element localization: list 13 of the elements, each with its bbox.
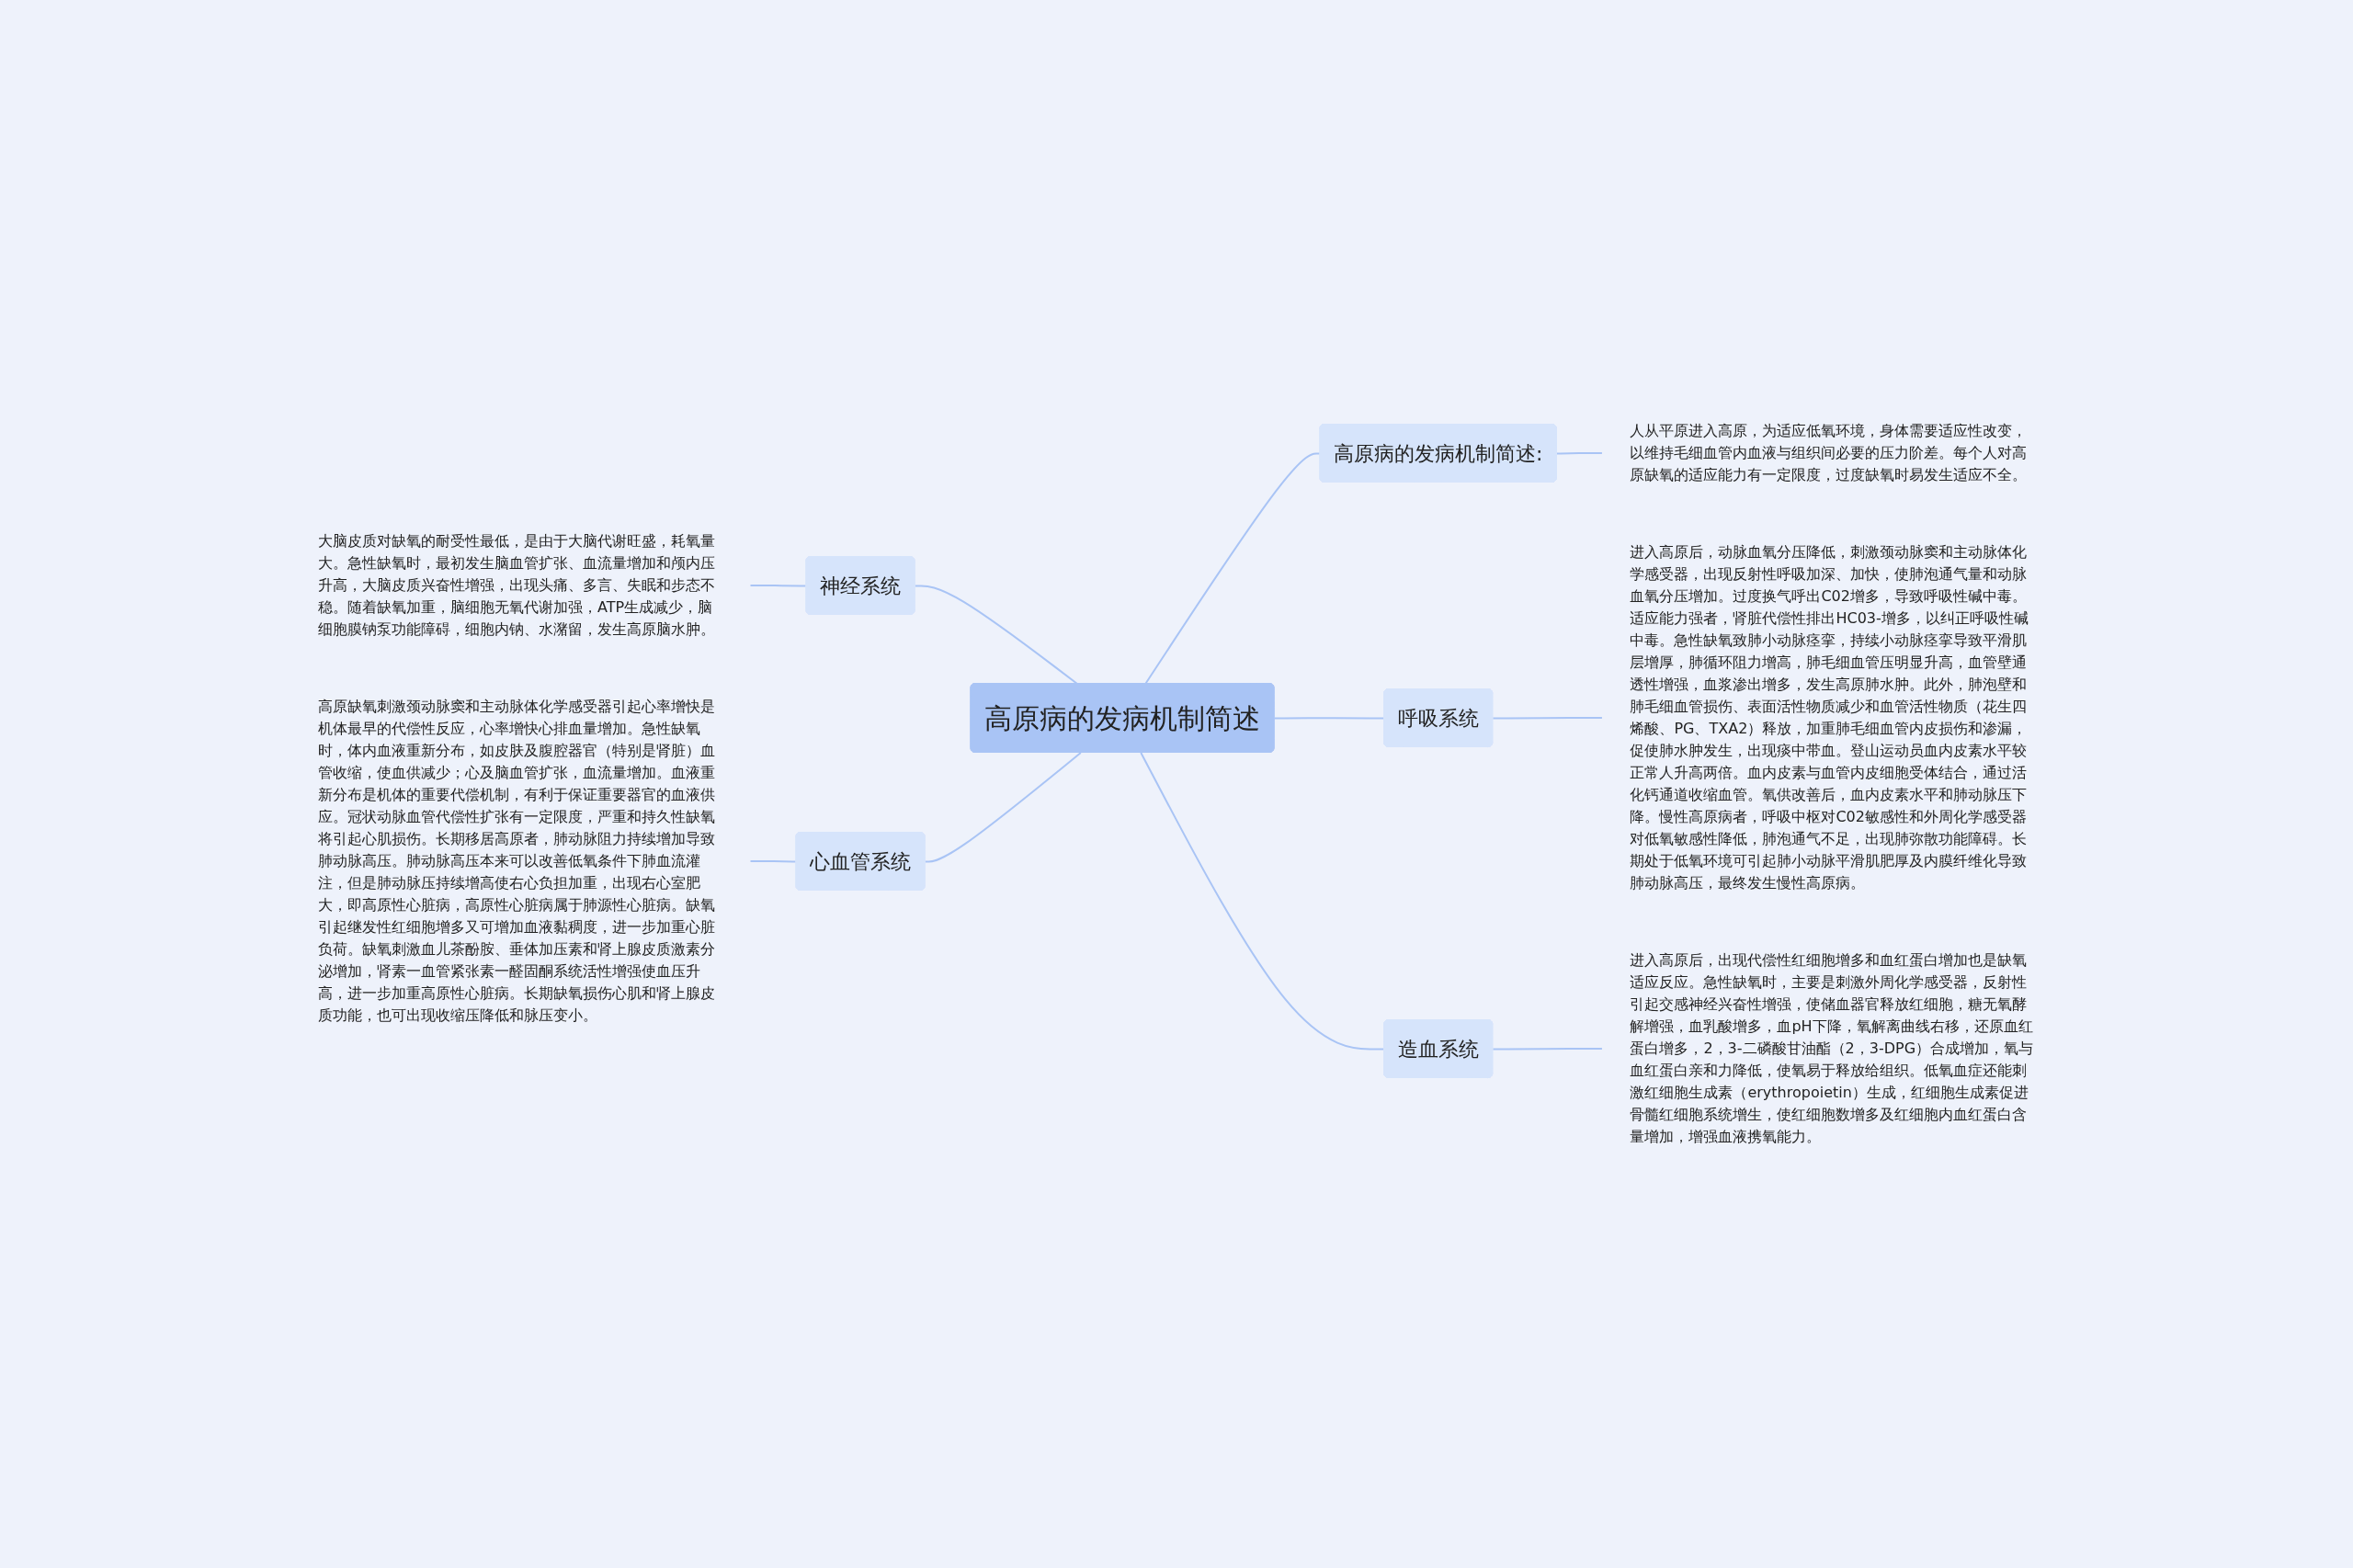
node-text: 进入高原后，动脉血氧分压降低，刺激颈动脉窦和主动脉体化学感受器，出现反射性呼吸加深、加快，使肺泡通气量和动脉血氧分压增加。过度换气呼出C02增多，导致呼吸性碱中毒。适应能力强者，肾脏代偿性排出HC03-增多，以纠正呼吸性碱中毒。急性缺氧致肺小动脉痉挛，持续小动脉痉挛导致平滑肌层增厚，肺循环阻力增高，肺毛细血管压明显升高，血管壁通透性增强，血浆渗出增多，发生高原肺水肿。此外，肺泡壁和肺毛细血管损伤、表面活性物质减少和血管活性物质（花生四烯酸、PG、TXA2）释放，加重肺毛细血管内皮损伤和渗漏，促使肺水肿发生，出现痰中带血。登山运动员血内皮素水平较正常人升高两倍。血内皮素与血管内皮细胞受体结合，通过活化钙通道收缩血管。氧供改善后，血内皮素水平和肺动脉压下降。慢性高原病者，呼吸中枢对C02敏感性和外周化学感受器对低氧敏感性降低，肺泡通气不足，出现肺弥散功能障碍。长期处于低氧环境可引起肺小动脉平滑肌肥厚及内膜纤维化导致肺动脉高压，最终发生慢性高原病。 <box>1630 543 2029 892</box>
node-text: 大脑皮质对缺氧的耐受性最低，是由于大脑代谢旺盛，耗氧量大。急性缺氧时，最初发生脑血管扩张、血流量增加和颅内压升高，大脑皮质兴奋性增强，出现头痛、多言、失眠和步态不稳。随着缺氧加重，脑细胞无氧代谢加强，ATP生成减少，脑细胞膜钠泵功能障碍，细胞内钠、水潴留，发生高原脑水肿。 <box>318 532 716 638</box>
connector <box>749 585 808 587</box>
connector <box>1144 452 1322 685</box>
connector <box>1492 717 1604 720</box>
connector <box>749 860 798 863</box>
connector <box>914 585 1079 685</box>
connector <box>924 752 1083 863</box>
node-text: 进入高原后，出现代偿性红细胞增多和血红蛋白增加也是缺氧适应反应。急性缺氧时，主要是刺激外周化学感受器，反射性引起交感神经兴奋性增强，使储血器官释放红细胞，糖无氧酵解增强，血乳酸增多，血pH下降，氧解离曲线右移，还原血红蛋白增多，2，3-二磷酸甘油酯（2，3-DPG）合成增加，氧与血红蛋白亲和力降低，使氧易于释放给组织。低氧血症还能刺激红细胞生成素（erythropoietin）生成，红细胞生成素促进骨髓红细胞系统增生，使红细胞数增多及红细胞内血红蛋白含量增加，增强血液携氧能力。 <box>1630 951 2034 1145</box>
node-text: 人从平原进入高原，为适应低氧环境，身体需要适应性改变，以维持毛细血管内血液与组织间必要的压力阶差。每个人对高原缺氧的适应能力有一定限度，过度缺氧时易发生适应不全。 <box>1630 422 2028 483</box>
node-text: 高原缺氧刺激颈动脉窦和主动脉体化学感受器引起心率增快是机体最早的代偿性反应，心率增快心排血量增加。急性缺氧时，体内血液重新分布，如皮肤及腹腔器官（特别是肾脏）血管收缩，使血供减少；心及脑血管扩张，血流量增加。血液重新分布是机体的重要代偿机制，有利于保证重要器官的血液供应。冠状动脉血管代偿性扩张有一定限度，严重和持久性缺氧将引起心肌损伤。长期移居高原者，肺动脉阻力持续增加导致肺动脉高压。肺动脉高压本来可以改善低氧条件下肺血流灌注，但是肺动脉压持续增高使右心负担加重，出现右心室肥大，即高原性心脏病，高原性心脏病属于肺源性心脏病。缺氧引起继发性红细胞增多又可增加血液黏稠度，进一步加重心脏负荷。缺氧刺激血儿茶酚胺、垂体加压素和肾上腺皮质激素分泌增加，肾素一血管紧张素一醛固酮系统活性增强使血压升高，进一步加重高原性心脏病。长期缺氧损伤心肌和肾上腺皮质功能，也可出现收缩压降低和脉压变小。 <box>318 698 716 1024</box>
connector <box>1556 452 1604 455</box>
connector <box>1492 1048 1604 1051</box>
